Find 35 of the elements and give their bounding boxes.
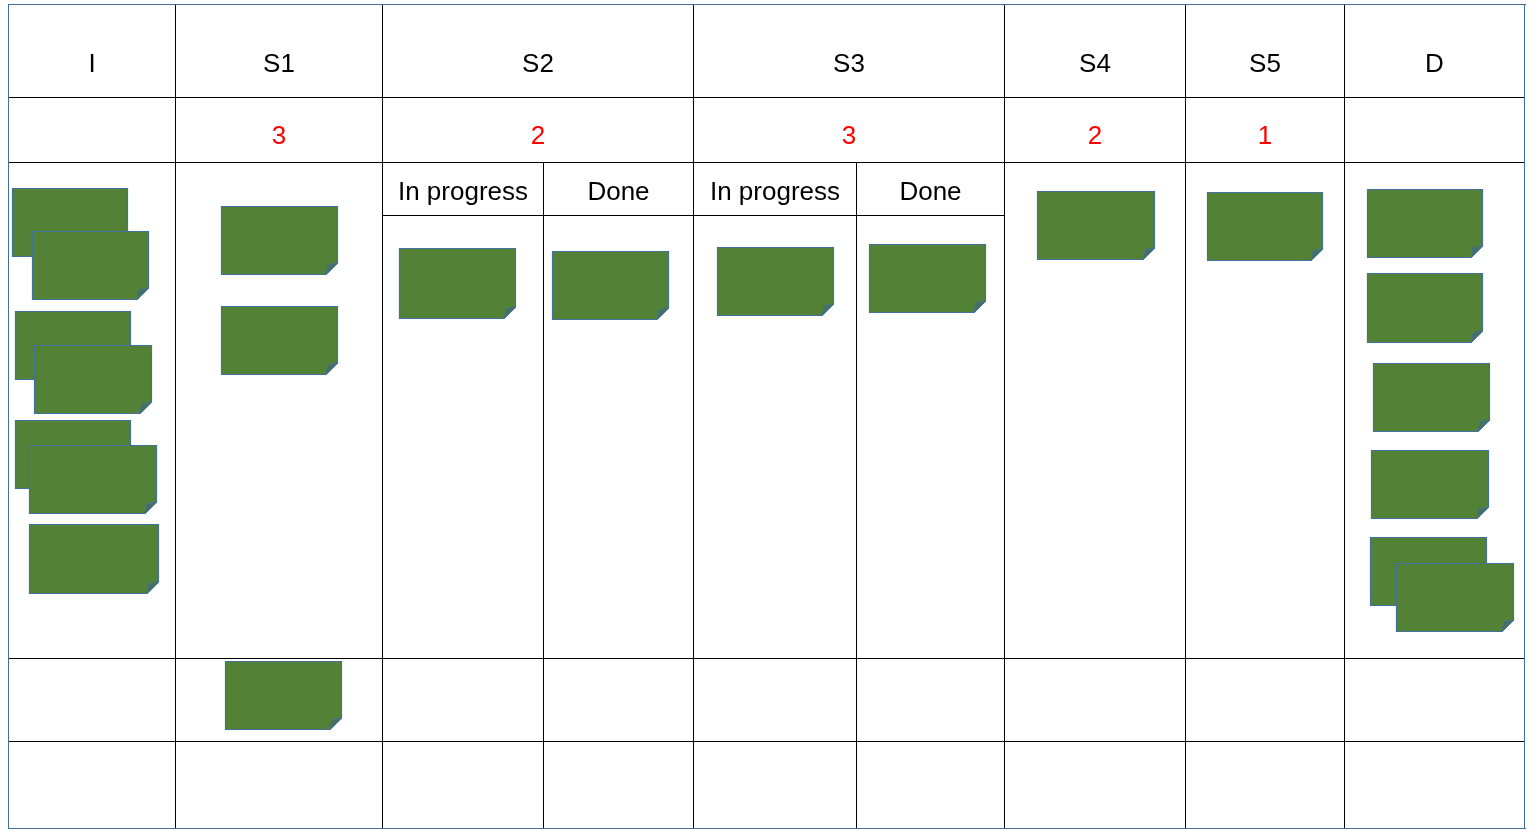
sticky-note (225, 661, 342, 730)
sticky-note (1037, 191, 1155, 260)
subcolumn-header: Done (899, 176, 962, 206)
sticky-note (1367, 273, 1483, 343)
sticky-note (1207, 192, 1323, 261)
wip-limit: 3 (271, 120, 287, 150)
sticky-note (29, 445, 157, 514)
column-header: D (1425, 48, 1444, 78)
sticky-note (221, 306, 338, 375)
column-header: S1 (263, 48, 295, 78)
sticky-note (1371, 450, 1489, 519)
column-header: S4 (1079, 48, 1111, 78)
sticky-note (869, 244, 986, 313)
board-column (9, 5, 176, 828)
wip-limit: 1 (1257, 120, 1273, 150)
column-header: S2 (522, 48, 554, 78)
column-header: I (88, 48, 96, 78)
sticky-note (1367, 189, 1483, 258)
sticky-note (1373, 363, 1490, 432)
column-header: S3 (833, 48, 865, 78)
sticky-note (34, 345, 152, 414)
sticky-note (29, 524, 159, 594)
sticky-note (1396, 563, 1514, 632)
sticky-note (552, 251, 669, 320)
wip-limit: 2 (1087, 120, 1103, 150)
subcolumn-header: In progress (397, 176, 529, 206)
wip-limit: 3 (841, 120, 857, 150)
sticky-note (399, 248, 516, 319)
column-header: S5 (1249, 48, 1281, 78)
wip-limit: 2 (530, 120, 546, 150)
sticky-note (717, 247, 834, 316)
sticky-note (221, 206, 338, 275)
subcolumn-header: In progress (709, 176, 841, 206)
subcolumn-header: Done (587, 176, 650, 206)
sticky-note (32, 231, 149, 300)
